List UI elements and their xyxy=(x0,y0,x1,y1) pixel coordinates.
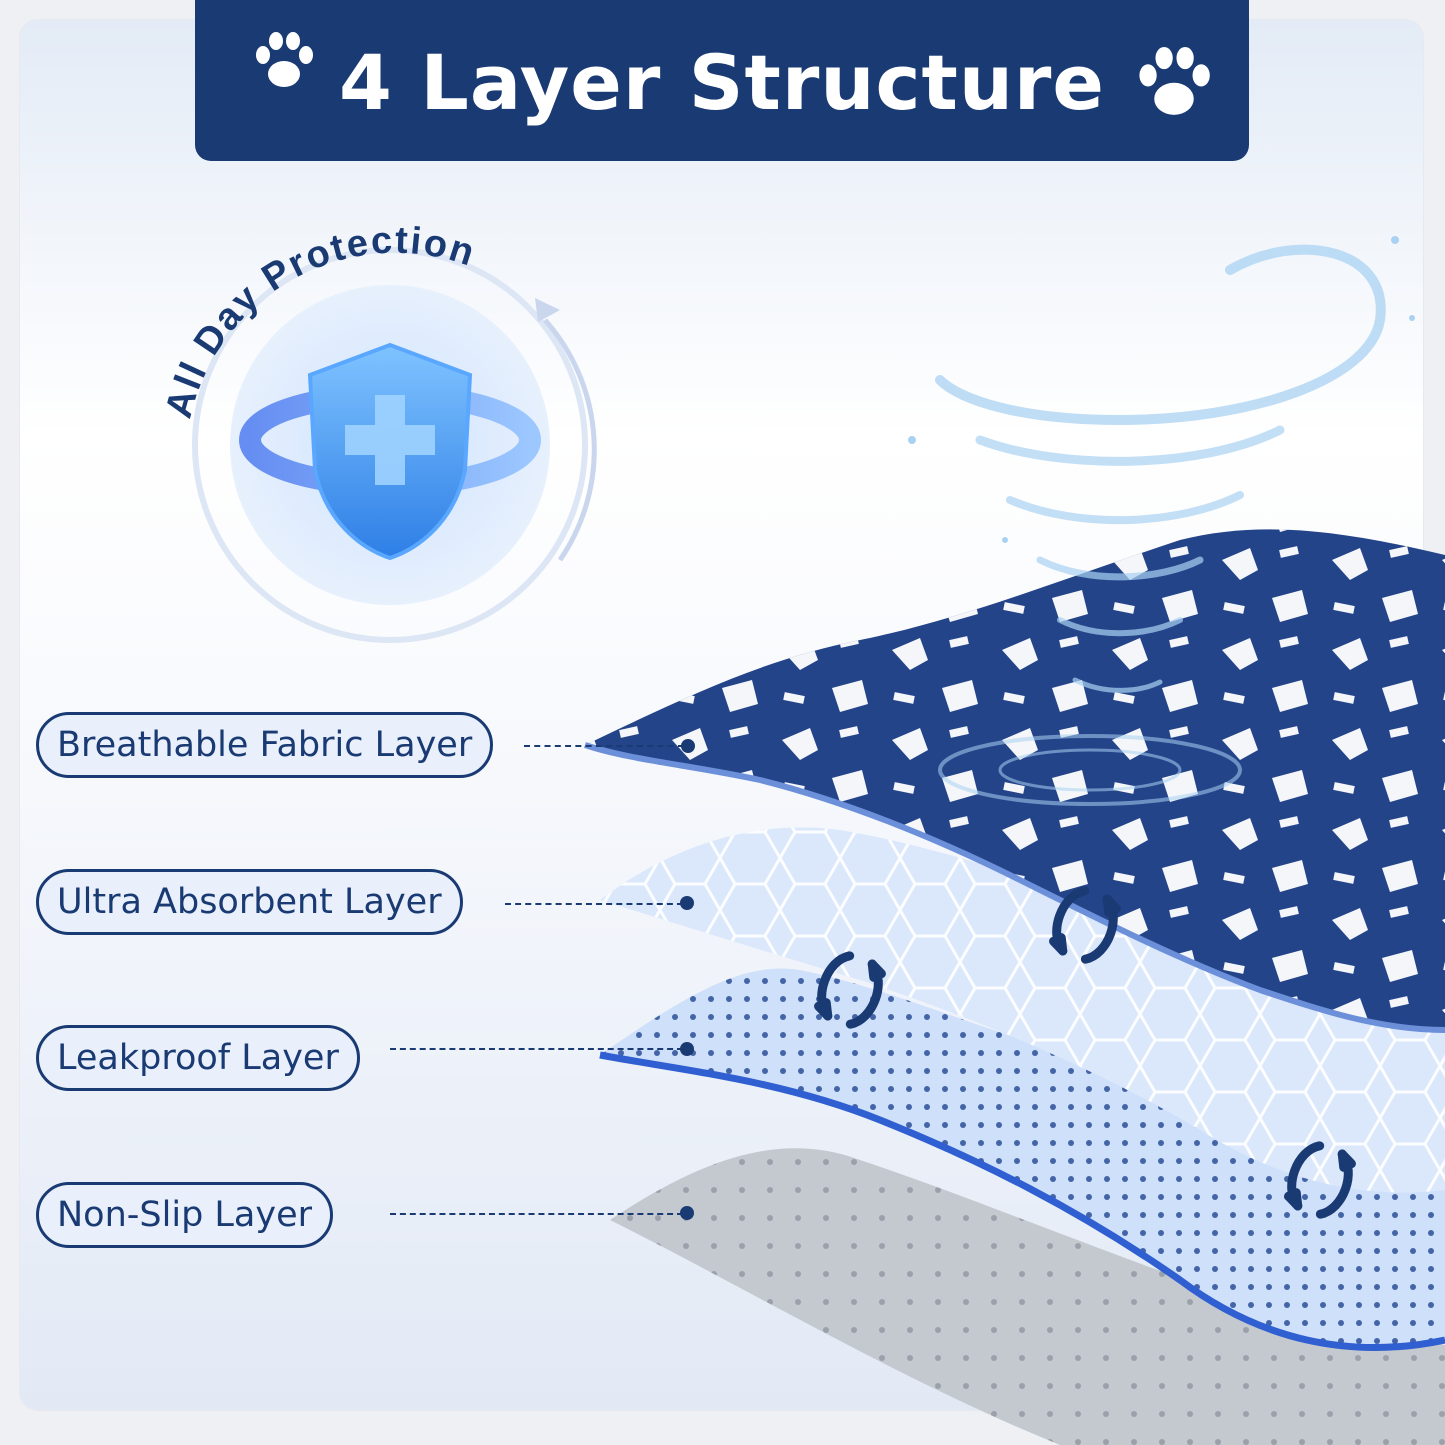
leader-dot xyxy=(680,1042,694,1056)
paw-icon xyxy=(1139,46,1210,115)
leader-line xyxy=(390,1213,683,1215)
badge-text-path: All Day Protection xyxy=(158,219,479,422)
leader-dot xyxy=(680,896,694,910)
leader-dot xyxy=(681,739,695,753)
leader-line xyxy=(505,903,683,905)
rotate-arrows-icon xyxy=(814,886,1356,1219)
badge-text: All Day Protection xyxy=(158,219,481,422)
shield-icon xyxy=(192,247,597,643)
layer-label-nonslip: Non-Slip Layer xyxy=(36,1182,333,1248)
leader-line xyxy=(390,1048,683,1050)
title-banner: 4 Layer Structure xyxy=(195,0,1249,161)
layer-label-breathable: Breathable Fabric Layer xyxy=(36,712,494,778)
layer-label-leakproof: Leakproof Layer xyxy=(36,1025,360,1091)
leader-line xyxy=(524,745,684,747)
leader-dot xyxy=(680,1206,694,1220)
page-title: 4 Layer Structure xyxy=(339,38,1105,127)
paw-icon xyxy=(256,32,313,87)
layer-label-absorbent: Ultra Absorbent Layer xyxy=(36,869,463,935)
water-swirl-icon xyxy=(908,236,1415,806)
